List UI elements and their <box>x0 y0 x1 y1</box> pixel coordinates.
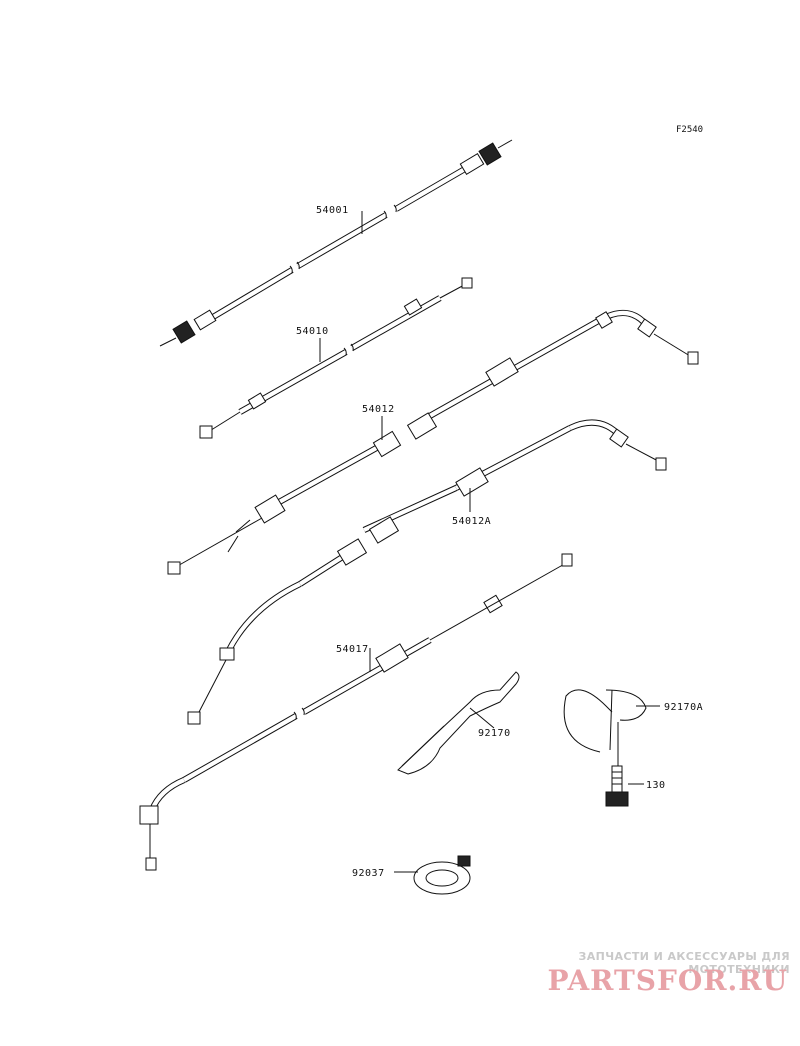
wire-clamp <box>397 671 520 775</box>
label-54017: 54017 <box>336 644 369 655</box>
throttle-cable-accelerator <box>167 309 699 575</box>
clutch-cable <box>139 553 573 871</box>
watermark-logo: PARTSFOR.RU <box>547 964 788 997</box>
cable-clamp <box>563 689 647 753</box>
label-92170: 92170 <box>478 728 511 739</box>
figure-code: F2540 <box>676 125 703 135</box>
label-54001: 54001 <box>316 205 349 216</box>
label-54012: 54012 <box>362 404 395 415</box>
label-92170a: 92170A <box>664 702 703 713</box>
choke-cable <box>199 277 473 439</box>
bolt <box>605 765 629 807</box>
watermark-tagline: ЗАПЧАСТИ И АКСЕССУАРЫ ДЛЯ МОТОТЕХНИКИ <box>578 950 790 976</box>
label-54012a: 54012A <box>452 516 491 527</box>
leader-92170 <box>469 707 495 729</box>
speedometer-cable <box>159 139 513 347</box>
label-92037: 92037 <box>352 868 385 879</box>
rubber-band <box>413 855 471 895</box>
throttle-cable-decelerator <box>187 419 667 725</box>
label-54010: 54010 <box>296 326 329 337</box>
label-130: 130 <box>646 780 666 791</box>
